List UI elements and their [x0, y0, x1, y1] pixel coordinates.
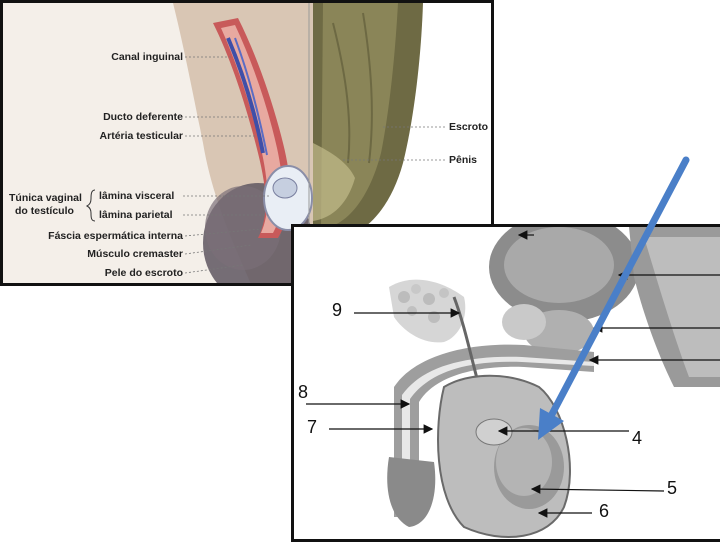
label-penis: Pênis — [449, 154, 477, 166]
sagittal-anatomy-drawing — [294, 227, 720, 542]
label-arteria-testicular: Artéria testicular — [43, 130, 183, 142]
label-canal-inguinal: Canal inguinal — [43, 51, 183, 63]
label-tunica-vaginal-line1: Túnica vaginal — [9, 192, 82, 204]
label-lamina-parietal: lâmina parietal — [99, 209, 173, 221]
label-tunica-vaginal-line2: do testículo — [15, 205, 74, 217]
label-number-4: 4 — [632, 428, 642, 448]
label-number-8: 8 — [298, 382, 308, 402]
label-ducto-deferente: Ducto deferente — [43, 111, 183, 123]
label-pele-escroto: Pele do escroto — [43, 267, 183, 279]
label-musculo-cremaster: Músculo cremaster — [43, 248, 183, 260]
label-number-9: 9 — [332, 300, 342, 320]
label-fascia-espermatica: Fáscia espermática interna — [13, 230, 183, 242]
label-lamina-visceral: lâmina visceral — [99, 190, 174, 202]
label-number-6: 6 — [599, 501, 609, 521]
label-escroto: Escroto — [449, 121, 488, 133]
label-number-7: 7 — [307, 417, 317, 437]
label-number-5: 5 — [667, 478, 677, 498]
sagittal-section-illustration: 9 8 7 4 5 6 — [291, 224, 720, 542]
